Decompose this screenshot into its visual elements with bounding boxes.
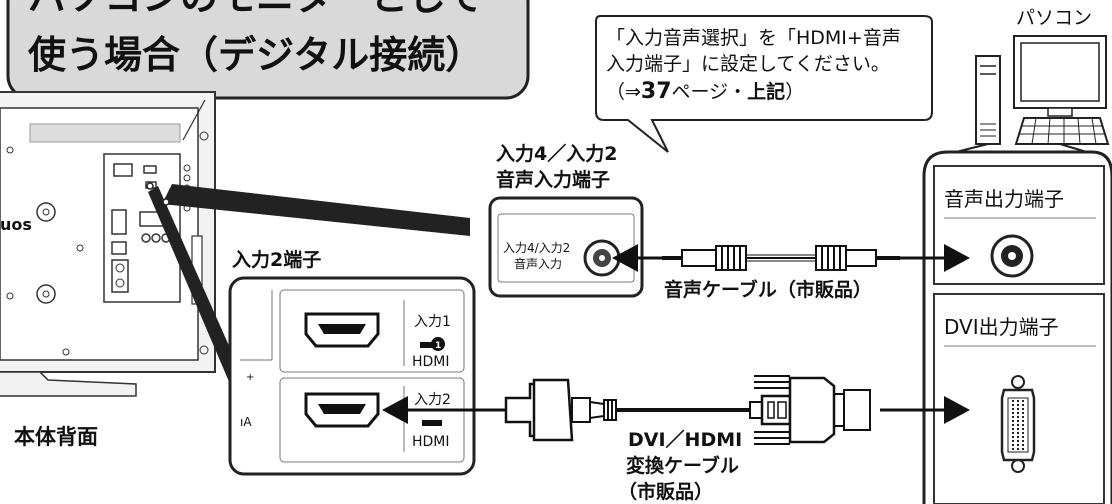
input2-label: 入力2端子: [232, 248, 321, 271]
panel-fragment-a: +: [246, 372, 254, 383]
hdmi2-label: 入力2: [414, 392, 451, 408]
dvi-out-label: DVI出力端子: [944, 315, 1059, 339]
hdmi1-terminal: 入力1 1 HDMI: [279, 289, 465, 373]
audio-out-jack-icon: [990, 234, 1034, 278]
audio-port-pointer: [162, 184, 470, 236]
title-line-2: 使う場合（デジタル接続）: [28, 33, 483, 77]
back-label: 本体背面: [14, 425, 98, 449]
pc-tower-icon: [975, 55, 1001, 145]
audio-cable: [612, 244, 970, 272]
tv-brand-fragment: uos: [0, 215, 32, 234]
audio-jack-label-2: 音声入力: [514, 256, 562, 271]
arc-badge-icon: 1: [420, 337, 445, 351]
callout-line-2: 入力端子」に設定してください。: [606, 53, 890, 75]
title-line-1: パソコンのモニターとして: [28, 0, 483, 19]
hdmi1-sub: HDMI: [412, 354, 450, 370]
hdmi2-sub: HDMI: [412, 434, 450, 450]
pc-keyboard-icon: [1014, 117, 1110, 145]
dvi-cable-label-1: DVI／HDMI: [628, 428, 742, 451]
dvi-cable-label-2: 変換ケーブル: [626, 454, 739, 477]
callout-line-1: 「入力音声選択」を「HDMI+音声: [606, 27, 901, 49]
callout-line-3: （⇒37ページ・上記）: [606, 79, 804, 104]
audio-cable-label: 音声ケーブル（市販品）: [664, 278, 872, 301]
svg-text:1: 1: [435, 341, 441, 351]
tv-rear-illustration: uos 本体背面: [0, 91, 216, 449]
audio-out-label: 音声出力端子: [944, 187, 1064, 211]
tv-stand: [0, 371, 137, 397]
hdmi-port-pointer: [148, 186, 246, 384]
audio-jack-label-1: 入力4/入力2: [503, 241, 570, 255]
hdmi1-label: 入力1: [414, 314, 451, 330]
pc-rear-panel: 音声出力端子 DVI出力端子: [922, 150, 1112, 504]
audio-in-label-1: 入力4／入力2: [496, 142, 617, 165]
hdmi2-terminal: 入力2 HDMI: [279, 377, 465, 463]
pc-label: パソコン: [1016, 7, 1092, 29]
title-box: パソコンのモニターとして 使う場合（デジタル接続）: [6, 0, 530, 100]
pc-illustration: パソコン: [939, 7, 1110, 157]
dvi-cable-label-3: （市販品）: [618, 480, 713, 503]
audio-in-jack-icon: [583, 239, 621, 277]
dvi-out-port-icon: [1000, 375, 1036, 473]
callout-bubble: 「入力音声選択」を「HDMI+音声 入力端子」に設定してください。 （⇒37ペー…: [595, 15, 933, 153]
panel-fragment-b: ıA: [240, 415, 252, 429]
audio-in-label-2: 音声入力端子: [496, 168, 610, 191]
dvi-hdmi-cable: [382, 375, 970, 445]
